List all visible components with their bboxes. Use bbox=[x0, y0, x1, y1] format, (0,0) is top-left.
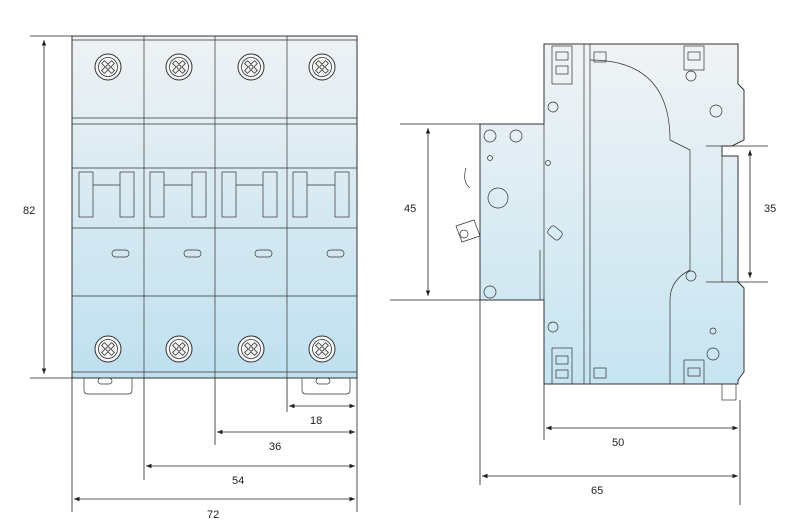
dim-side-50: 50 bbox=[612, 437, 624, 449]
terminal-block bbox=[551, 45, 573, 85]
terminal-block bbox=[551, 347, 573, 385]
terminal-screw-icon bbox=[165, 335, 193, 363]
dim-side-35: 35 bbox=[764, 203, 776, 215]
terminal-block bbox=[683, 359, 705, 385]
terminal-screw-icon bbox=[165, 53, 193, 81]
indicator-window bbox=[183, 249, 202, 258]
front-view: 82 18 36 54 72 bbox=[23, 35, 358, 521]
mount-hole bbox=[483, 285, 497, 299]
din-clip bbox=[301, 377, 351, 395]
din-clip bbox=[83, 377, 133, 395]
indicator-window bbox=[326, 249, 345, 258]
indicator-window bbox=[254, 249, 273, 258]
terminal-screw-icon bbox=[308, 53, 336, 81]
dim-width-18: 18 bbox=[310, 415, 322, 427]
dim-front-height: 82 bbox=[23, 205, 35, 217]
dim-side-45: 45 bbox=[404, 203, 416, 215]
mount-hole bbox=[483, 129, 497, 143]
handle-row bbox=[78, 171, 350, 218]
toggle-lever bbox=[455, 219, 481, 243]
terminal-block bbox=[683, 45, 705, 71]
front-body bbox=[71, 35, 358, 379]
terminal-screw-icon bbox=[94, 335, 122, 363]
dim-width-36: 36 bbox=[269, 441, 281, 453]
terminal-screw-icon bbox=[308, 335, 336, 363]
pivot-hole bbox=[487, 187, 509, 209]
mount-hole bbox=[509, 129, 523, 143]
side-body bbox=[479, 43, 745, 385]
dim-width-54: 54 bbox=[232, 475, 244, 487]
terminal-screw-icon bbox=[94, 53, 122, 81]
side-view: 45 35 50 65 bbox=[390, 43, 776, 505]
dim-side-65: 65 bbox=[591, 485, 603, 497]
indicator-window bbox=[111, 249, 130, 258]
dim-width-72: 72 bbox=[207, 509, 219, 521]
terminal-screw-icon bbox=[237, 53, 265, 81]
terminal-screw-icon bbox=[237, 335, 265, 363]
